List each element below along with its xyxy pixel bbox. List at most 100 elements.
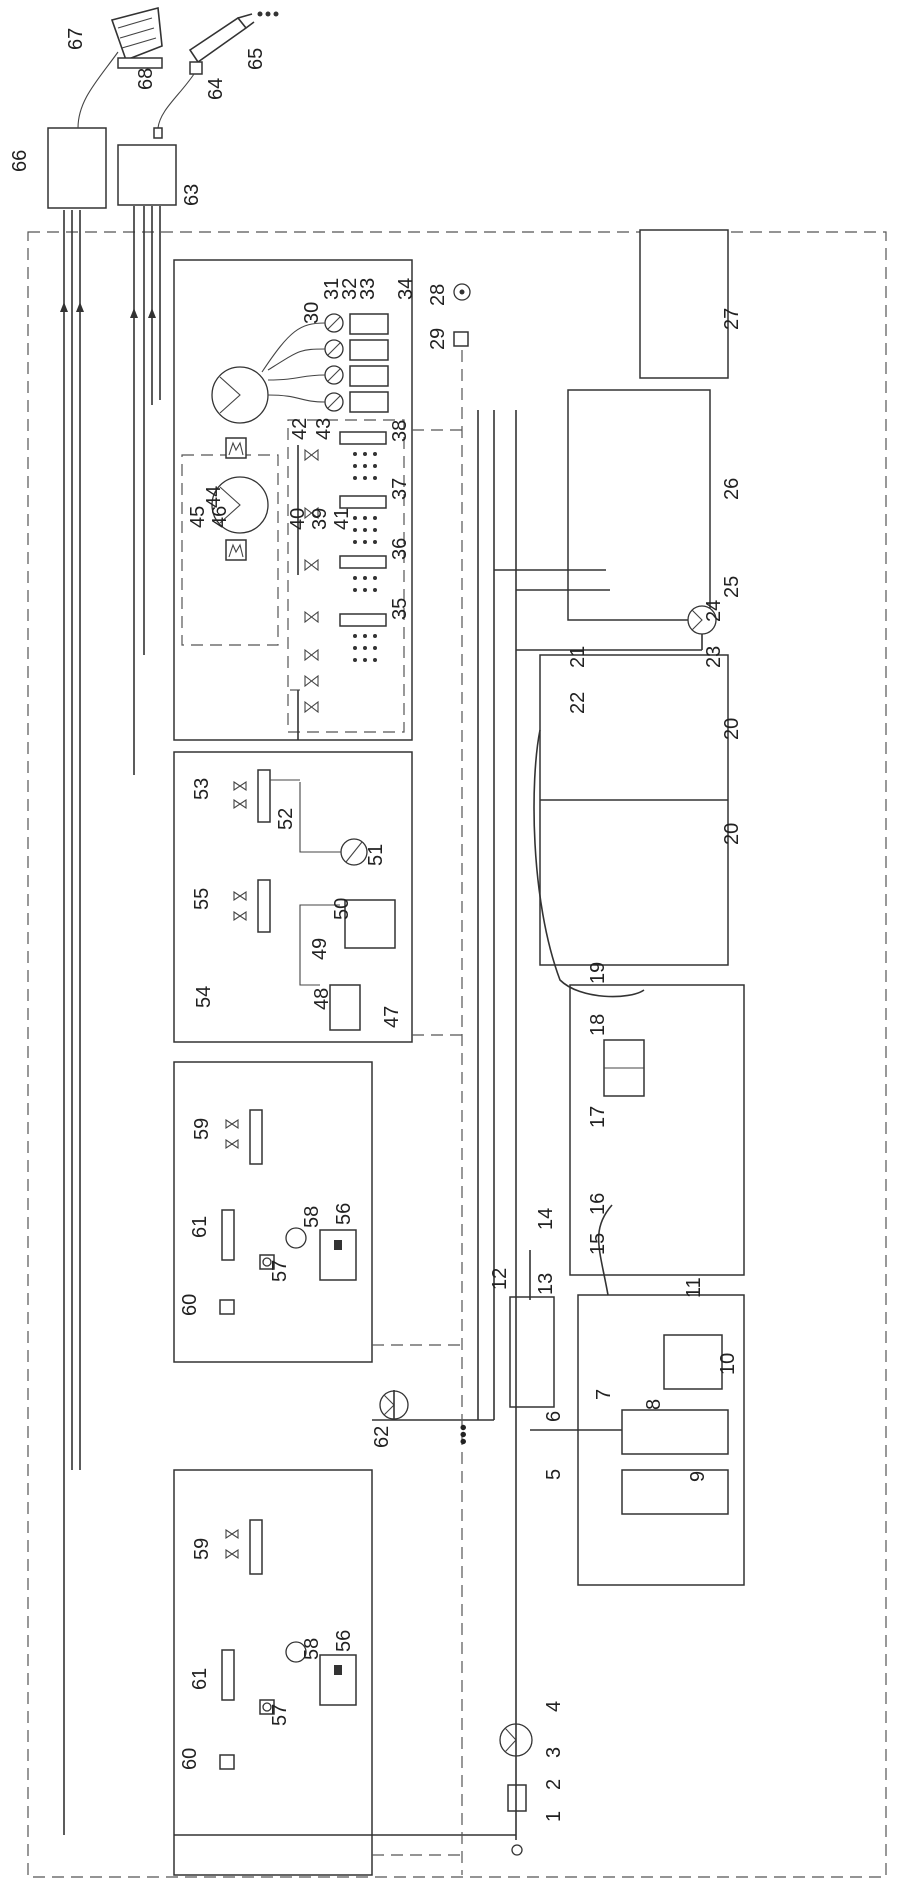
label-58b: 58 xyxy=(301,1638,323,1660)
box-12 xyxy=(509,1296,555,1408)
label-40: 40 xyxy=(287,508,309,530)
label-32: 32 xyxy=(339,278,361,300)
label-26: 26 xyxy=(721,478,743,500)
label-59: 59 xyxy=(191,1118,213,1140)
label-22: 22 xyxy=(567,692,589,714)
label-53: 53 xyxy=(191,778,213,800)
label-55: 55 xyxy=(191,888,213,910)
manifold-59-a xyxy=(225,1109,263,1165)
label-15: 15 xyxy=(587,1233,609,1255)
manifold-55 xyxy=(233,879,271,933)
label-50: 50 xyxy=(331,898,353,920)
label-51: 51 xyxy=(365,844,387,866)
label-28: 28 xyxy=(427,284,449,306)
label-44: 44 xyxy=(203,486,225,508)
label-5: 5 xyxy=(543,1469,565,1480)
label-45: 45 xyxy=(187,506,209,528)
valves-lower-row xyxy=(304,648,319,714)
label-42: 42 xyxy=(289,418,311,440)
bottle-56-b xyxy=(319,1654,357,1706)
label-61b: 61 xyxy=(189,1668,211,1690)
label-30: 30 xyxy=(301,302,323,324)
pump-main xyxy=(211,366,269,459)
regulator-29 xyxy=(453,331,469,347)
label-19: 19 xyxy=(587,962,609,984)
gauge-51 xyxy=(340,838,368,866)
label-48: 48 xyxy=(311,988,333,1010)
system-enclosure xyxy=(27,231,887,1878)
dryer-18 xyxy=(603,1039,645,1097)
label-62: 62 xyxy=(371,1426,393,1448)
module-dryer xyxy=(569,984,745,1276)
label-54: 54 xyxy=(193,986,215,1008)
label-21: 21 xyxy=(567,646,589,668)
remote-unit-63 xyxy=(117,144,177,206)
label-56: 56 xyxy=(333,1203,355,1225)
label-64: 64 xyxy=(205,78,227,100)
label-57: 57 xyxy=(269,1260,291,1282)
label-56b: 56 xyxy=(333,1630,355,1652)
label-9: 9 xyxy=(687,1471,709,1482)
label-35: 35 xyxy=(389,598,411,620)
manifold-61-a xyxy=(221,1209,235,1261)
label-37: 37 xyxy=(389,478,411,500)
module-lower-a xyxy=(173,1061,373,1363)
valves-39-43 xyxy=(304,448,319,624)
label-20b: 20 xyxy=(721,718,743,740)
label-58: 58 xyxy=(301,1206,323,1228)
label-4: 4 xyxy=(543,1701,565,1712)
gauges-30-33 xyxy=(324,313,344,412)
tank-11 xyxy=(663,1334,723,1390)
regulator-57-a xyxy=(259,1254,275,1270)
label-33: 33 xyxy=(357,278,379,300)
module-dosing-racks xyxy=(287,419,405,733)
manifold-53 xyxy=(233,769,300,823)
remote-unit-66 xyxy=(47,127,107,209)
label-25: 25 xyxy=(721,576,743,598)
label-3: 3 xyxy=(543,1747,565,1758)
label-13: 13 xyxy=(535,1273,557,1295)
label-65: 65 xyxy=(245,48,267,70)
label-68: 68 xyxy=(135,68,157,90)
tank-50 xyxy=(344,899,396,949)
label-1: 1 xyxy=(543,1811,565,1822)
module-mixing xyxy=(173,751,413,1043)
label-31: 31 xyxy=(321,278,343,300)
label-29: 29 xyxy=(427,328,449,350)
containers-34 xyxy=(349,313,389,413)
handpiece-65 xyxy=(188,11,279,64)
label-46: 46 xyxy=(209,506,231,528)
tank-20 xyxy=(539,654,729,966)
tool-68-base xyxy=(117,57,163,69)
label-2: 2 xyxy=(543,1779,565,1790)
label-10: 10 xyxy=(717,1353,739,1375)
label-60: 60 xyxy=(179,1294,201,1316)
label-36: 36 xyxy=(389,538,411,560)
label-47: 47 xyxy=(381,1006,403,1028)
label-61: 61 xyxy=(189,1216,211,1238)
racks-35-38 xyxy=(339,431,387,627)
cylinder-9 xyxy=(621,1409,729,1455)
pump-25 xyxy=(687,605,717,635)
box-27 xyxy=(639,229,729,379)
regulator-60-a xyxy=(219,1299,235,1315)
label-34: 34 xyxy=(395,278,417,300)
label-52: 52 xyxy=(275,808,297,830)
number-labels: 1 2 3 4 5 6 7 8 9 10 11 12 13 14 15 16 1… xyxy=(9,28,743,1822)
label-6: 6 xyxy=(543,1411,565,1422)
filter-1 xyxy=(507,1784,527,1856)
rack-dots xyxy=(353,452,377,662)
gauge-58-b xyxy=(285,1641,307,1663)
label-11: 11 xyxy=(683,1277,705,1298)
label-57b: 57 xyxy=(269,1704,291,1726)
label-59b: 59 xyxy=(191,1538,213,1560)
label-43: 43 xyxy=(313,418,335,440)
regulator-57-b xyxy=(259,1699,275,1715)
manifold-61-b xyxy=(221,1649,235,1701)
label-38: 38 xyxy=(389,420,411,442)
bottle-56-a xyxy=(319,1229,357,1281)
label-14: 14 xyxy=(535,1208,557,1230)
label-66: 66 xyxy=(9,150,31,172)
label-7: 7 xyxy=(593,1389,615,1400)
